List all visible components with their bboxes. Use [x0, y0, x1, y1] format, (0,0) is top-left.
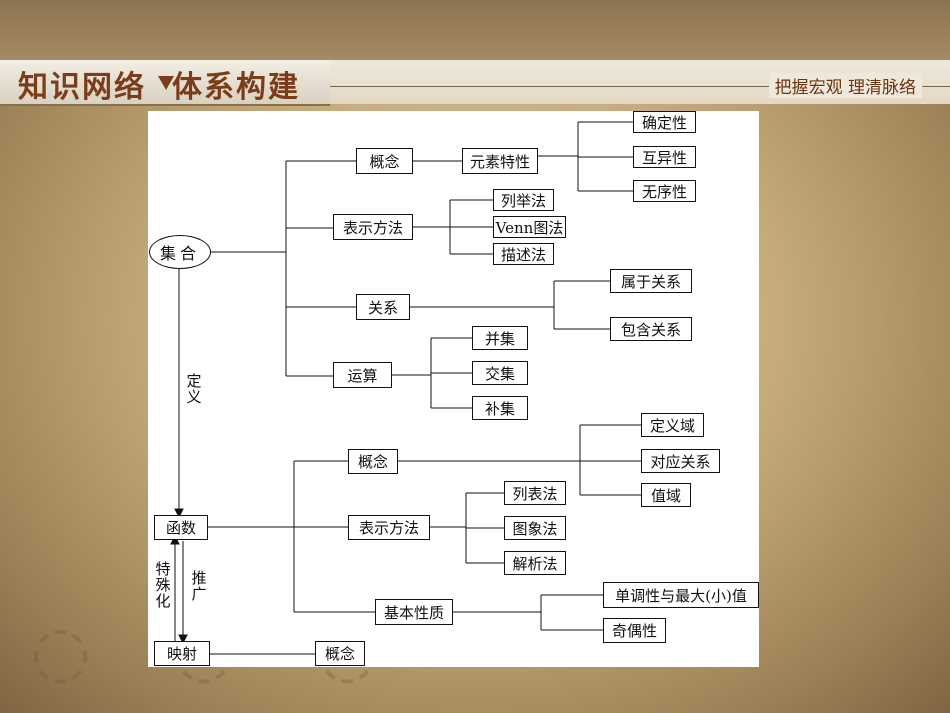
banner-title-part2: 体系构建 [172, 70, 300, 105]
node-op-intersection: 交集 [472, 361, 528, 385]
header-banner: 知识网络体系构建 把握宏观 理清脉络 [0, 60, 950, 106]
concept-map-panel: 集合 概念 元素特性 确定性 互异性 无序性 表示方法 列举法 Venn图法 描… [148, 111, 759, 667]
node-range: 值域 [641, 483, 691, 507]
node-op-complement: 补集 [472, 396, 528, 420]
node-rep-venn: Venn图法 [493, 216, 566, 238]
node-trait-certainty: 确定性 [633, 111, 696, 133]
banner-subtitle: 把握宏观 理清脉络 [768, 73, 922, 98]
node-mapping-root: 映射 [154, 641, 210, 666]
node-rep-table: 列表法 [504, 481, 566, 505]
node-trait-distinctness: 互异性 [633, 146, 696, 168]
node-set-relation: 关系 [356, 294, 410, 320]
connector-lines [170, 121, 641, 655]
background-top-band [0, 0, 950, 60]
node-set-operation: 运算 [333, 362, 392, 388]
label-generalization: 推广 [191, 569, 207, 603]
node-basic-properties: 基本性质 [375, 599, 453, 625]
node-set-representation: 表示方法 [333, 214, 413, 240]
node-relation-inclusion: 包含关系 [610, 317, 692, 341]
node-mapping-concept: 概念 [315, 641, 365, 666]
node-correspondence: 对应关系 [641, 449, 720, 473]
node-parity: 奇偶性 [603, 618, 666, 643]
node-op-union: 并集 [472, 326, 528, 350]
node-function-representation: 表示方法 [348, 515, 430, 540]
triangle-down-icon [158, 76, 174, 90]
node-set-element-traits: 元素特性 [462, 148, 538, 174]
node-rep-graph: 图象法 [504, 516, 566, 540]
node-relation-membership: 属于关系 [610, 269, 692, 293]
node-function-root: 函数 [154, 515, 208, 540]
node-domain: 定义域 [641, 413, 704, 437]
node-set-concept: 概念 [356, 148, 413, 174]
banner-rule [330, 86, 950, 87]
label-specialization: 特殊化 [155, 560, 171, 610]
node-rep-analytic: 解析法 [504, 551, 566, 575]
banner-title-part1: 知识网络 [18, 70, 146, 105]
node-rep-description: 描述法 [493, 243, 554, 265]
label-definition: 定义 [186, 372, 202, 406]
node-trait-unorderedness: 无序性 [633, 180, 696, 202]
node-set-root: 集合 [149, 235, 211, 269]
node-rep-enumeration: 列举法 [493, 189, 554, 211]
banner-title: 知识网络体系构建 [18, 62, 300, 106]
node-monotonicity-extrema: 单调性与最大(小)值 [603, 582, 759, 608]
node-function-concept: 概念 [348, 449, 398, 474]
banner-title-block: 知识网络体系构建 [0, 60, 330, 106]
